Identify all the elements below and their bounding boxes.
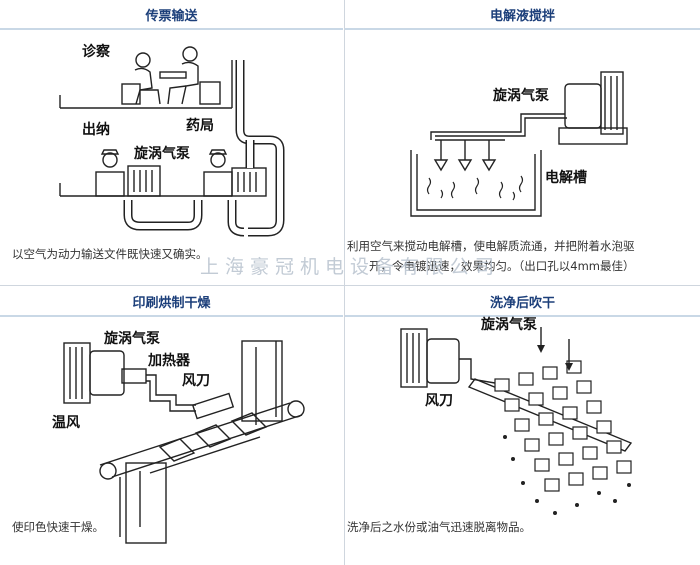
air-pipe [459,358,496,384]
diffusers [433,139,505,172]
panel-title: 电解液搅拌 [489,8,555,24]
label-heater: 加热器 [147,352,191,369]
pump-left [127,165,161,197]
label-warm-air: 温风 [52,415,80,431]
panel-header: 电解液搅拌 [345,0,700,30]
panel-post-wash-drying: 洗净后吹干 旋涡气泵 [345,287,700,565]
panel-caption-line-1: 利用空气来搅动电解槽，使电解质流通，并把附着水泡驱 [347,239,635,253]
label-electrolytic-tank: 电解槽 [545,169,587,186]
pump [558,71,628,145]
panel-electrolyte-stirring: 电解液搅拌 旋涡气泵 [345,0,700,284]
panel-print-drying: 印刷烘制干燥 [0,287,343,565]
air-bubbles [426,175,524,201]
label-consultation: 诊察 [82,43,111,60]
conveyor [99,340,305,544]
panel-title: 传票输送 [145,8,198,24]
pump [400,328,460,388]
air-pipe [430,113,565,140]
label-air-knife: 风刀 [182,373,210,389]
panel-caption: 使印色快速干燥。 [12,520,104,534]
print-drying-diagram: 旋涡气泵 加热器 风刀 温风 [52,330,305,544]
panel-caption-line-2: 开，令电镀迅速，效果均匀。（出口孔以4mm最佳） [369,259,635,273]
horizontal-divider [0,285,700,286]
doctor-patient-figures [121,46,221,105]
pneumatic-tubes [123,60,285,237]
counter-left [95,171,125,197]
counter-right [203,171,233,197]
panel-header: 传票输送 [0,0,343,30]
electrolyte-stirring-diagram: 旋涡气泵 电解槽 [410,71,628,217]
down-arrows [537,327,573,371]
post-wash-drying-diagram: 旋涡气泵 风刀 [400,316,633,515]
panel-header: 印刷烘制干燥 [0,287,343,317]
vertical-divider [344,0,345,565]
label-vortex-pump: 旋涡气泵 [133,145,190,162]
document-conveying-diagram: 诊察 出纳 药局 旋涡气泵 [59,43,285,237]
hot-air-duct [146,374,196,406]
label-pharmacy: 药局 [186,117,214,134]
label-cashier: 出纳 [82,121,110,138]
panel-title: 印刷烘制干燥 [132,295,211,311]
washed-items [494,360,632,492]
panel-caption: 洗净后之水份或油气迅速脱离物品。 [347,520,531,534]
label-vortex-pump: 旋涡气泵 [480,316,537,333]
panel-header: 洗净后吹干 [345,287,700,317]
label-vortex-pump: 旋涡气泵 [103,330,160,347]
label-vortex-pump: 旋涡气泵 [492,87,549,104]
panel-document-conveying: 传票输送 [0,0,343,284]
panel-title: 洗净后吹干 [489,295,555,311]
company-watermark: 上海豪冠机电设备有限公司 [200,256,501,278]
air-knife [467,378,633,452]
air-knife [191,392,235,420]
label-air-knife: 风刀 [425,393,453,409]
water-drips [503,435,631,515]
nurse-figures [100,149,228,168]
panel-caption: 以空气为动力输送文件既快速又确实。 [12,247,208,261]
pump-right [231,167,267,197]
pump [63,342,147,404]
electrolytic-tank [410,150,542,217]
